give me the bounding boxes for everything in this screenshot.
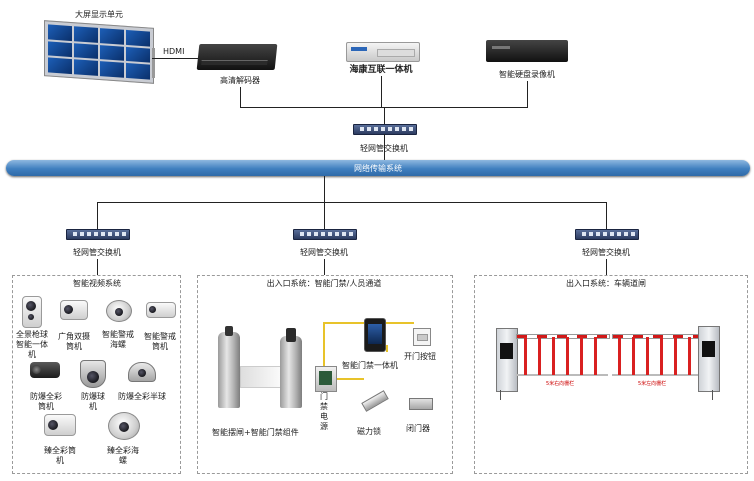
video-section-link: [97, 259, 98, 275]
exit-button-icon: [413, 328, 431, 346]
face-terminal-label: 智能门禁一体机: [342, 361, 398, 370]
explosion-proof-minidome-icon: [128, 362, 156, 382]
magnetic-lock-label: 磁力锁: [357, 427, 381, 436]
explosion-proof-dome-icon: [80, 360, 106, 388]
decoder-label: 高清解码器: [220, 76, 260, 85]
barrier-arm-right: [612, 334, 700, 339]
hdmi-link: [152, 58, 198, 59]
all-in-one-brand: 海康互联一体机: [349, 65, 413, 75]
warning-turret-camera-icon: [106, 300, 132, 322]
network-bar-label: 网络传输系统: [354, 164, 402, 173]
all-in-one-device: [346, 42, 420, 62]
full-color-bullet-icon: [44, 414, 76, 436]
full-color-turret-icon: [108, 412, 140, 440]
decoder-device: [196, 44, 278, 70]
hdmi-label: HDMI: [163, 47, 185, 56]
vehicle-section-link: [606, 259, 607, 275]
access-system-title: 出入口系统：智能门禁/人员通道: [266, 279, 382, 288]
barrier-post-right: [698, 326, 720, 392]
arm-left-sign: 5米右向栅栏: [546, 381, 575, 387]
camera-label-2: 广角双摄筒机: [58, 332, 90, 351]
camera-label-1: 全景枪球智能一体机: [16, 330, 48, 359]
camera-label-5: 防爆全彩筒机: [30, 392, 62, 411]
door-closer-icon: [409, 398, 433, 410]
video-switch: [66, 229, 130, 240]
all-in-one-connector: [381, 76, 382, 107]
wide-angle-camera-icon: [60, 300, 88, 320]
video-wall: [44, 20, 154, 84]
turnstile-label: 智能摆闸+智能门禁组件: [212, 428, 299, 437]
access-section-link: [324, 259, 325, 275]
turnstile-glass-panel: [240, 366, 282, 388]
access-switch-label: 轻网管交换机: [300, 248, 348, 257]
door-closer-label: 闭门器: [406, 424, 430, 433]
camera-label-4: 智能警戒筒机: [144, 332, 176, 351]
warning-bullet-camera-icon: [146, 302, 176, 318]
camera-label-7: 防爆全彩半球: [118, 392, 166, 401]
decoder-connector: [240, 87, 241, 107]
camera-label-8: 臻全彩筒机: [44, 446, 76, 465]
video-wall-edge: [152, 48, 155, 78]
video-wall-label: 大屏显示单元: [75, 10, 123, 19]
post-left-foot: [500, 390, 501, 400]
nvr-device: [486, 40, 568, 62]
core-switch-downlink: [384, 134, 385, 160]
barrier-arm-left: [516, 334, 610, 339]
vehicle-switch: [575, 229, 639, 240]
panoramic-camera-icon: [22, 296, 42, 328]
nvr-label: 智能硬盘录像机: [499, 70, 555, 79]
access-switch-uplink: [324, 202, 325, 229]
turnstile-right-icon: [280, 328, 302, 408]
lock-wire: [334, 378, 364, 380]
exit-button-label: 开门按钮: [404, 352, 436, 361]
network-transport-bar: 网络传输系统: [6, 160, 750, 176]
video-system-title: 智能视频系统: [73, 279, 121, 288]
barrier-lower-rail-right: [612, 374, 698, 376]
video-switch-label: 轻网管交换机: [73, 248, 121, 257]
power-to-terminal-wire: [323, 322, 365, 324]
nvr-connector: [527, 81, 528, 107]
camera-label-6: 防爆球机: [81, 392, 105, 411]
barrier-lower-rail-left: [516, 374, 608, 376]
access-power-icon: [315, 366, 337, 392]
video-switch-uplink: [97, 202, 98, 229]
camera-label-3: 智能警戒海螺: [102, 330, 134, 349]
vehicle-switch-uplink: [606, 202, 607, 229]
power-wire-vertical: [323, 322, 325, 366]
core-switch-uplink: [384, 107, 385, 124]
bar-downlink: [324, 176, 325, 202]
core-switch: [353, 124, 417, 135]
barrier-post-left: [496, 328, 518, 392]
access-power-label: 门禁电源: [320, 392, 328, 431]
face-terminal-icon: [364, 318, 386, 352]
distribution-bus: [97, 202, 607, 203]
arm-right-sign: 5米左向栅栏: [638, 381, 667, 387]
button-wire: [386, 322, 414, 324]
terminal-wire: [386, 345, 388, 352]
turnstile-left-icon: [218, 326, 240, 408]
vehicle-system-title: 出入口系统：车辆道闸: [566, 279, 646, 288]
explosion-proof-bullet-icon: [30, 362, 60, 378]
access-switch: [293, 229, 357, 240]
post-right-foot: [712, 390, 713, 400]
vehicle-switch-label: 轻网管交换机: [582, 248, 630, 257]
camera-label-9: 臻全彩海螺: [107, 446, 139, 465]
